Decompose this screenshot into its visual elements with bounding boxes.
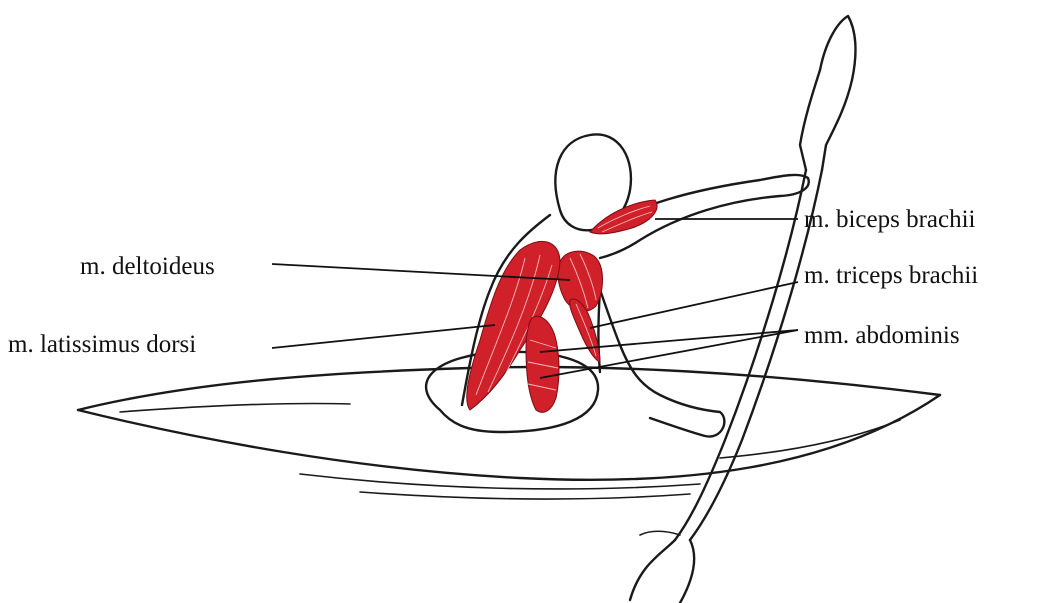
- abdominis-muscle: [526, 316, 559, 412]
- leader-latissimus: [272, 325, 495, 348]
- label-abdominis: mm. abdominis: [804, 323, 960, 348]
- paddle: [630, 16, 855, 603]
- biceps-muscle: [590, 200, 657, 234]
- label-triceps-brachii: m. triceps brachii: [804, 263, 978, 288]
- label-latissimus-dorsi: m. latissimus dorsi: [8, 332, 196, 357]
- label-biceps-brachii: m. biceps brachii: [804, 207, 975, 232]
- muscles: [467, 200, 657, 412]
- label-deltoideus: m. deltoideus: [80, 254, 215, 279]
- cockpit: [426, 352, 598, 432]
